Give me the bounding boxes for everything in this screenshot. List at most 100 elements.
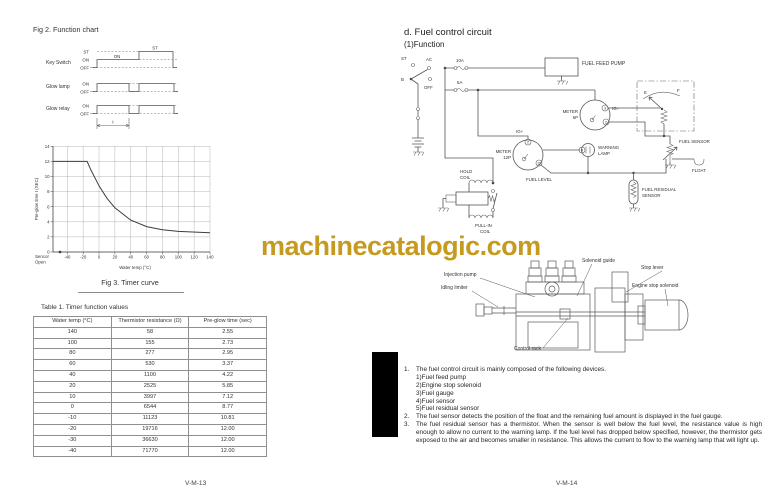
note-item: 1.The fuel control circuit is mainly com… (404, 366, 762, 374)
svg-text:140: 140 (206, 255, 214, 260)
svg-text:E: E (644, 90, 647, 95)
svg-text:OFF: OFF (80, 112, 89, 117)
table1-title: Table 1. Timer function values (41, 304, 129, 311)
svg-text:60: 60 (144, 255, 149, 260)
fig2-function-chart: Key Switch Glow lamp Glow relay ST ON OF… (46, 46, 178, 129)
sensor-open-point (58, 250, 62, 254)
injection-pump-figure: Injection pump Idling limiter Solenoid g… (441, 258, 689, 353)
page-number-left: V-M-13 (185, 480, 207, 487)
fig2-level-labels: ST ON OFF ON OFF ON OFF (80, 50, 89, 117)
svg-text:METER: METER (496, 149, 511, 154)
svg-text:OFF: OFF (80, 66, 89, 71)
fig2-row-labels: Key Switch Glow lamp Glow relay (46, 60, 71, 112)
svg-text:FUEL RESIDUAL: FUEL RESIDUAL (642, 187, 677, 192)
svg-text:10A: 10A (456, 58, 464, 63)
svg-text:12P: 12P (503, 155, 511, 160)
svg-text:100: 100 (175, 255, 183, 260)
svg-text:4: 4 (581, 148, 583, 152)
svg-text:0: 0 (47, 250, 50, 255)
row-label-key-switch: Key Switch (46, 60, 71, 66)
fuse-5a: 5A (445, 80, 596, 100)
fuel-sensor: FUEL SENSOR FLOAT (662, 139, 710, 173)
engine-stop-solenoid-label: Engine stop solenoid (632, 283, 679, 289)
caption-rule (78, 292, 184, 293)
note-text: The fuel residual sensor has a thermisto… (416, 421, 762, 444)
svg-text:METER: METER (563, 109, 578, 114)
ig-label-12p: IG+ (516, 129, 524, 134)
gauge-sensor-wire (609, 121, 671, 144)
svg-text:4: 4 (47, 219, 50, 224)
note-subitem: 3)Fuel gauge (416, 389, 454, 397)
svg-text:-20: -20 (80, 255, 87, 260)
svg-text:ST: ST (401, 56, 407, 61)
table-header-row: Water temp (°C) Thermistor resistance (Ω… (33, 316, 267, 328)
sensor-open-label-1: Sencor (35, 254, 49, 259)
svg-text:0: 0 (98, 255, 101, 260)
timer-curve (53, 160, 211, 234)
col-water-temp: Water temp (°C) (33, 316, 112, 328)
row-label-glow-relay: Glow relay (46, 106, 70, 112)
key-switch: ST AC B OFF (401, 56, 447, 90)
svg-text:ON: ON (82, 58, 89, 63)
svg-text:ST: ST (83, 50, 89, 55)
svg-text:6P: 6P (573, 115, 578, 120)
float-label: FLOAT (692, 168, 706, 173)
fig3-ticklines (50, 146, 211, 255)
section-subheading: (1)Function (404, 40, 445, 49)
svg-text:F: F (677, 88, 680, 93)
svg-text:2: 2 (527, 140, 529, 144)
main-feed-wire (444, 68, 494, 183)
x-axis-label: Water temp (°C) (119, 265, 151, 270)
fig2-title: Fig 2. Function chart (33, 25, 99, 34)
svg-text:20: 20 (112, 255, 117, 260)
svg-text:LAMP: LAMP (598, 151, 610, 156)
fuse-10a: 10A (445, 58, 545, 70)
svg-text:3: 3 (604, 106, 606, 110)
svg-text:2: 2 (605, 120, 607, 124)
watermark: machinecatalogic.com (261, 231, 541, 261)
svg-text:8: 8 (47, 189, 50, 194)
battery (410, 78, 425, 156)
control-rack-label: Control rack (514, 346, 541, 352)
fig2-t-dimension (96, 118, 130, 129)
y-axis-label: Pre-glow time t (SEC) (34, 177, 39, 220)
fuel-gauge: E F (608, 80, 695, 136)
svg-text:AC: AC (426, 57, 432, 62)
svg-text:5A: 5A (457, 80, 462, 85)
svg-text:-40: -40 (64, 255, 71, 260)
svg-text:80: 80 (160, 255, 165, 260)
svg-text:FUEL SENSOR: FUEL SENSOR (679, 139, 710, 144)
timer-function-table: Water temp (°C) Thermistor resistance (Ω… (33, 316, 267, 458)
svg-text:PULL-IN: PULL-IN (475, 223, 492, 228)
fig3-axes (52, 146, 210, 253)
idling-limiter-label: Idling limiter (441, 285, 468, 291)
notes-list: 1.The fuel control circuit is mainly com… (404, 366, 762, 445)
svg-text:HOLD: HOLD (460, 169, 472, 174)
fuel-residual-sensor: FUEL RESIDUAL SENSOR (628, 171, 677, 212)
meter-12p: METER 12P 2 11 FUEL LEVEL (496, 138, 553, 182)
pump-art (475, 260, 689, 353)
note-subitem: 4)Fuel sensor (416, 397, 456, 405)
ig-label-6p: IG+ (612, 106, 620, 111)
svg-text:120: 120 (191, 255, 199, 260)
col-preglow-time: Pre-glow time (sec) (188, 316, 267, 328)
pump-labels: Injection pump Idling limiter Solenoid g… (441, 258, 679, 352)
fuel-feed-pump-label: FUEL FEED PUMP (582, 61, 626, 67)
svg-text:OFF: OFF (424, 85, 433, 90)
note-number: 1. (404, 366, 410, 373)
solenoid-guide-label: Solenoid guide (582, 258, 615, 264)
col-thermistor-resistance: Thermistor resistance (Ω) (110, 316, 190, 328)
note-number: 2. (404, 413, 410, 421)
